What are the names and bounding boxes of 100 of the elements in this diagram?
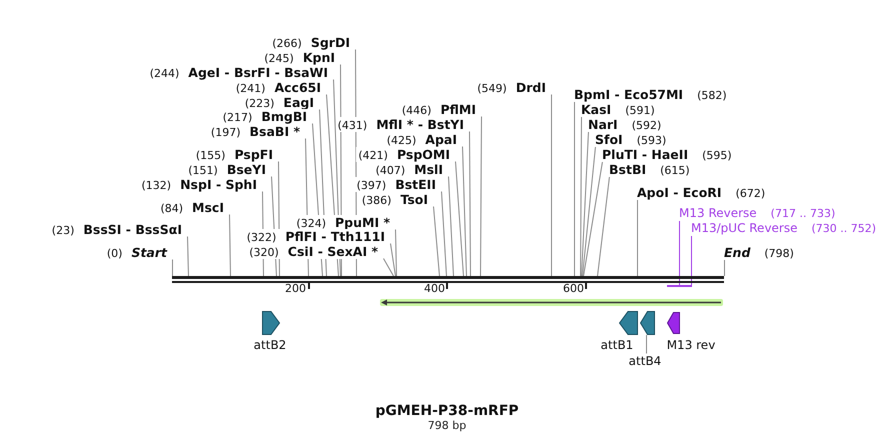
primer-range: (717 .. 733) <box>770 206 836 220</box>
cut-position: (425) <box>386 132 416 148</box>
cut-position: (320) <box>249 244 279 260</box>
enzyme-name: CsiI - SexAI * <box>288 244 378 258</box>
cut-position: (672) <box>736 186 766 200</box>
enzyme-name: MslI <box>414 162 443 176</box>
cut-position: (421) <box>358 148 388 162</box>
scale-label: 400 <box>424 282 445 296</box>
enzyme-name: KasI <box>581 102 612 116</box>
leader-line <box>582 146 596 276</box>
sequence-end-label: End <box>724 244 750 260</box>
cut-position: (322) <box>246 230 276 244</box>
enzyme-name: PflFI - Tth111I <box>285 228 385 244</box>
feature-marker <box>262 311 280 335</box>
cut-position: (591) <box>625 102 655 118</box>
leader-line <box>433 206 440 276</box>
sequence-position: (0) <box>106 246 122 260</box>
feature-label: attB4 <box>628 354 662 368</box>
cut-position: (155) <box>196 148 226 162</box>
primer-name: M13 Reverse <box>679 206 757 220</box>
enzyme-name: BseYI <box>226 162 266 176</box>
leader-line <box>469 131 471 276</box>
enzyme-name: BmgBI <box>261 108 307 124</box>
enzyme-name: KpnI <box>302 50 335 64</box>
cut-position: (386) <box>362 192 392 208</box>
enzyme-name: Acc65I <box>274 80 321 94</box>
enzyme-name: PspFI <box>234 146 273 162</box>
enzyme-name: EagI <box>283 94 314 110</box>
cut-position: (595) <box>702 148 732 162</box>
sequence-end-label: Start <box>131 244 167 260</box>
cut-position: (151) <box>188 162 218 178</box>
feature-marker <box>667 312 680 334</box>
feature-marker <box>640 311 655 335</box>
cut-position: (582) <box>697 88 727 102</box>
cut-position: (223) <box>244 96 274 110</box>
leader-line <box>551 94 552 276</box>
enzyme-name: PspOMI <box>396 146 450 162</box>
enzyme-name: MscI <box>192 200 224 214</box>
cut-position: (615) <box>660 162 690 178</box>
cut-position: (241) <box>236 80 266 96</box>
enzyme-name: NspI - SphI <box>180 176 257 192</box>
sequence-backbone <box>172 276 724 283</box>
leader-line <box>480 116 482 276</box>
feature-label: M13 rev <box>666 338 716 352</box>
leader-line <box>580 116 582 276</box>
leader-line <box>581 131 589 276</box>
leader-line <box>597 176 610 276</box>
primer-name: M13/pUC Reverse <box>691 220 798 236</box>
enzyme-name: BssSI - BssSαI <box>83 222 182 236</box>
leader-line <box>229 214 231 276</box>
cut-position: (397) <box>356 178 386 192</box>
enzyme-name: AgeI - BsrFI - BsaWI <box>188 64 328 80</box>
feature-marker <box>619 311 638 335</box>
leader-line <box>724 259 725 276</box>
leader-line <box>462 146 467 276</box>
enzyme-name: PflMI <box>440 102 476 116</box>
cut-position: (593) <box>636 132 666 148</box>
enzyme-name: BpmI - Eco57MI <box>574 86 684 102</box>
primer-range: (730 .. 752) <box>812 220 876 236</box>
enzyme-name: MflI * - BstYI <box>376 116 464 132</box>
sequence-position: (798) <box>764 246 794 260</box>
leader-line <box>637 199 638 276</box>
feature-label: attB2 <box>254 338 286 352</box>
enzyme-name: BstEII <box>395 176 436 192</box>
leader-line <box>390 243 396 276</box>
leader-line <box>172 259 173 276</box>
sequence-length: 798 bp <box>428 419 466 433</box>
leader-line <box>574 101 575 276</box>
enzyme-name: NarI <box>588 116 618 132</box>
cut-position: (244) <box>150 66 180 80</box>
cut-position: (217) <box>222 110 252 124</box>
leader-line <box>441 191 447 276</box>
enzyme-name: ApaI <box>425 132 457 146</box>
enzyme-name: PluTI - HaeII <box>602 146 688 162</box>
enzyme-name: TsoI <box>400 192 428 206</box>
cut-position: (592) <box>632 118 662 132</box>
leader-line <box>455 161 464 276</box>
cut-position: (324) <box>296 216 326 230</box>
enzyme-name: DrdI <box>516 80 546 94</box>
enzyme-name: ApoI - EcoRI <box>637 184 722 200</box>
cut-position: (407) <box>376 162 406 178</box>
leader-line <box>646 334 647 354</box>
scale-label: 600 <box>563 282 584 296</box>
map-title: pGMEH-P38-mRFP <box>375 403 519 420</box>
cut-position: (245) <box>264 50 294 66</box>
enzyme-name: SfoI <box>595 132 623 146</box>
leader-line <box>691 235 692 286</box>
enzyme-name: SgrDI <box>310 34 350 50</box>
cut-position: (266) <box>272 36 302 50</box>
leader-line <box>679 220 680 286</box>
enzyme-name: BstBI <box>609 162 646 176</box>
cut-position: (197) <box>210 124 241 140</box>
cut-position: (132) <box>142 178 172 192</box>
leader-line <box>383 258 394 276</box>
cut-position: (84) <box>160 200 184 216</box>
cut-position: (23) <box>52 222 74 238</box>
leader-line <box>583 161 603 276</box>
enzyme-name: BsaBI * <box>250 124 300 138</box>
scale-label: 200 <box>285 282 306 296</box>
leader-line <box>448 176 454 276</box>
